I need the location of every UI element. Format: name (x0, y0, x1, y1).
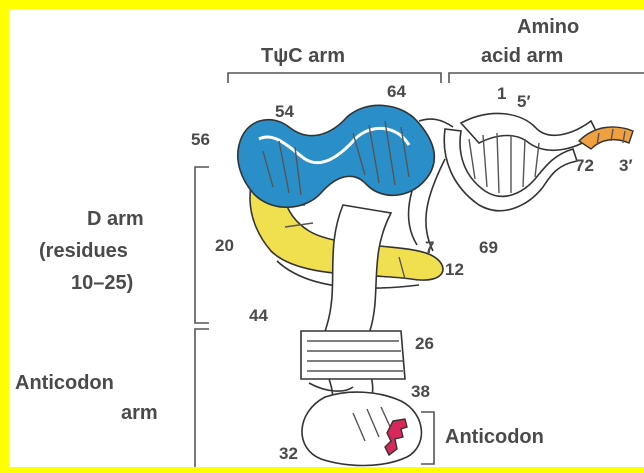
residue-38: 38 (411, 382, 430, 401)
amino-acid-arm (444, 113, 633, 210)
residue-12: 12 (445, 260, 464, 279)
anticodon-bracket (421, 412, 434, 464)
tpsic-arm-bracket (228, 73, 441, 83)
trna-diagram: TψC arm Amino acid arm D arm (residues 1… (9, 9, 644, 467)
anticodon-arm-bracket (195, 329, 209, 467)
amino-acid-arm-label-line2: acid arm (481, 45, 563, 67)
residue-72: 72 (575, 156, 594, 175)
residue-7: 7 (425, 238, 434, 257)
tpsic-arm (238, 105, 435, 207)
anticodon-label: Anticodon (445, 426, 544, 448)
residue-20: 20 (215, 236, 234, 255)
amino-acid-arm-bracket (449, 73, 644, 83)
three-prime-label: 3′ (619, 156, 633, 175)
d-arm-bracket (195, 167, 209, 323)
residue-56: 56 (191, 130, 210, 149)
tpsic-arm-label: TψC arm (261, 45, 345, 67)
five-prime-label: 5′ (517, 92, 531, 111)
tpsic-acceptor-link (419, 119, 453, 127)
residue-1: 1 (497, 84, 506, 103)
anticodon-loop (302, 392, 421, 465)
d-arm-label-line1: D arm (87, 208, 144, 230)
residue-54: 54 (275, 102, 294, 121)
residue-26: 26 (415, 334, 434, 353)
residue-69: 69 (479, 238, 498, 257)
residue-44: 44 (249, 306, 268, 325)
amino-acid-arm-label-line1: Amino (517, 16, 579, 38)
anticodon-arm-label-line1: Anticodon (15, 372, 114, 394)
d-arm-label-line3: 10–25) (71, 272, 133, 294)
residue-32: 32 (279, 444, 298, 463)
residue-64: 64 (387, 82, 406, 101)
d-arm-label-line2: (residues (39, 240, 128, 262)
anticodon-arm-label-line2: arm (121, 402, 158, 424)
